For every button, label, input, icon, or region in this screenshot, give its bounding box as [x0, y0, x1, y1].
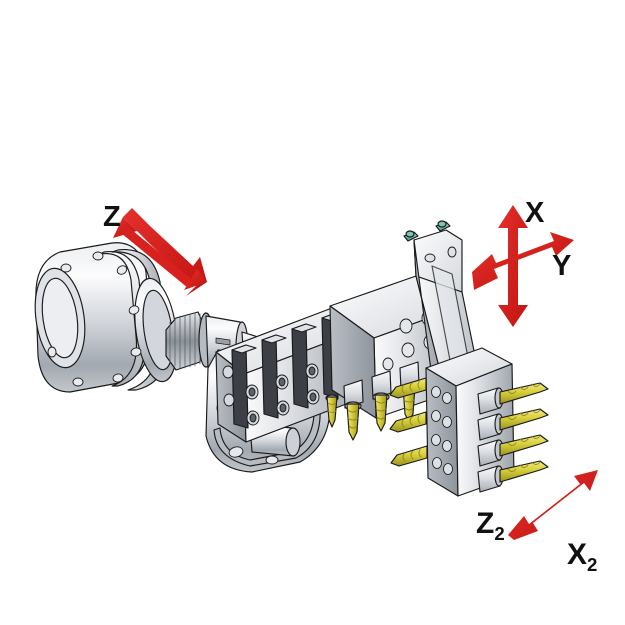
plate-front-drill-bits: [477, 382, 549, 493]
drill-bit: [325, 394, 339, 428]
axis-label-y: Y: [552, 250, 572, 282]
drill-bit: [499, 434, 549, 457]
drill-bit: [499, 408, 549, 431]
axis-arrow-z2: [508, 470, 598, 540]
axis-arrow-x: [498, 205, 528, 327]
drill-bit: [389, 377, 427, 399]
axis-arrow-y: [472, 232, 574, 290]
drill-bit: [390, 445, 428, 467]
drill-bit: [346, 403, 360, 441]
axis-arrow-z: [113, 208, 207, 296]
drill-bit: [499, 460, 549, 483]
axis-label-x2: X2: [567, 538, 598, 575]
axis-label-x: X: [525, 197, 545, 229]
axis-label-z: Z: [103, 201, 121, 233]
drill-bit: [389, 411, 427, 433]
plate-side-drill-bits: [389, 377, 428, 467]
drill-bit: [374, 394, 388, 432]
axis-label-z2: Z2: [476, 507, 505, 544]
vertical-spindle-noses: [343, 361, 420, 409]
drill-bit: [499, 382, 549, 405]
hydraulic-fittings: [403, 220, 451, 242]
